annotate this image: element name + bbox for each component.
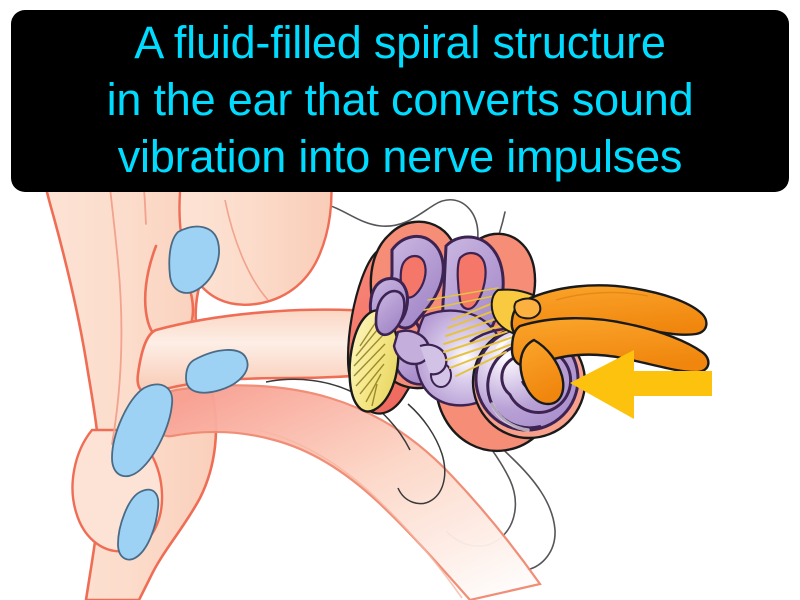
- cartilage-patch: [185, 349, 249, 394]
- cartilage-patch: [111, 383, 173, 478]
- ossicles: [374, 289, 448, 376]
- definition-caption-box: A fluid-filled spiral structure in the e…: [11, 10, 789, 192]
- eustachian-tube: [153, 384, 542, 600]
- caption-line-2: in the ear that converts sound: [106, 73, 694, 125]
- caption-line-1: A fluid-filled spiral structure: [134, 16, 666, 68]
- cartilage-patch: [168, 225, 220, 294]
- auditory-nerve: [510, 284, 710, 406]
- cochlea-pointer-arrow: [570, 350, 712, 419]
- caption-line-3: vibration into nerve impulses: [117, 130, 683, 182]
- cartilage-patch: [117, 488, 160, 561]
